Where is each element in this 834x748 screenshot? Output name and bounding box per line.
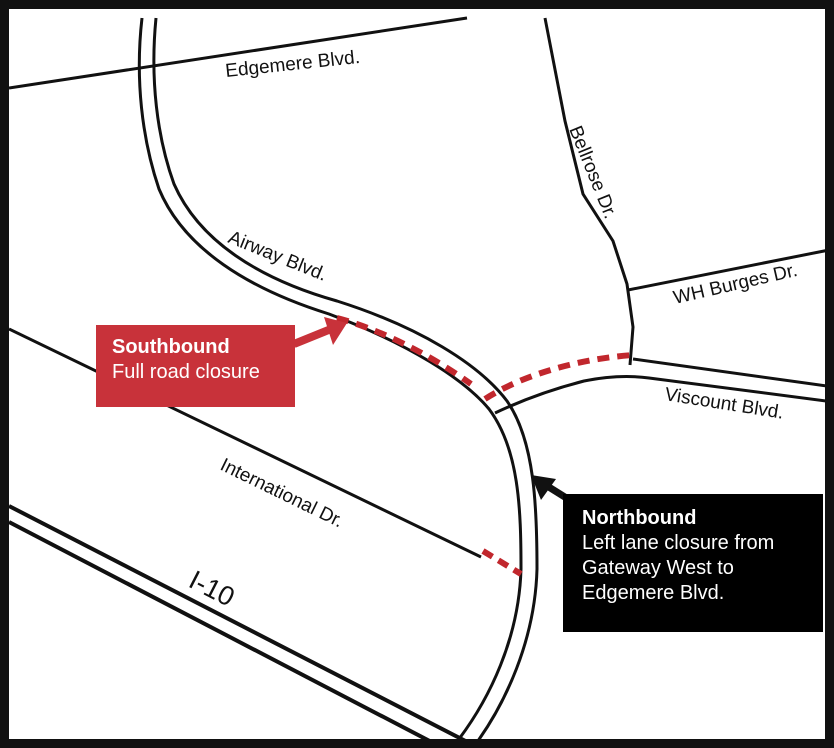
- edgemere-blvd-road: [9, 16, 468, 90]
- airway-blvd-road-west-edge: [137, 17, 523, 739]
- northbound-line-1: Left lane closure from: [582, 532, 775, 554]
- international-dr-label: International Dr.: [217, 455, 347, 533]
- airway-blvd-road-east-edge: [152, 17, 539, 739]
- bellrose-dr-road: [543, 17, 635, 366]
- northbound-callout: Northbound Left lane closure from Gatewa…: [563, 494, 823, 632]
- northbound-line-3: Edgemere Blvd.: [582, 582, 725, 604]
- viscount-blvd-label: Viscount Blvd.: [663, 384, 785, 424]
- wh-burges-dr-road: [627, 249, 825, 292]
- i10-road-edge-2: [9, 520, 431, 739]
- southbound-line: Full road closure: [112, 361, 260, 383]
- international-closure-line: [481, 548, 523, 577]
- southbound-title: Southbound: [112, 336, 230, 358]
- i10-road-edge-1: [9, 504, 466, 739]
- i10-label: I-10: [184, 565, 239, 613]
- southbound-closure-line: [336, 315, 473, 387]
- viscount-blvd-road-north-edge: [632, 357, 825, 388]
- map-canvas: Edgemere Blvd. Bellrose Dr. Airway Blvd.…: [9, 16, 825, 739]
- international-dr-road: [9, 327, 482, 559]
- southbound-callout: Southbound Full road closure: [96, 325, 295, 407]
- southbound-arrow-icon: [292, 317, 347, 348]
- northbound-line-2: Gateway West to: [582, 557, 734, 579]
- viscount-blvd-road-south-edge: [494, 375, 825, 415]
- northbound-title: Northbound: [582, 507, 697, 529]
